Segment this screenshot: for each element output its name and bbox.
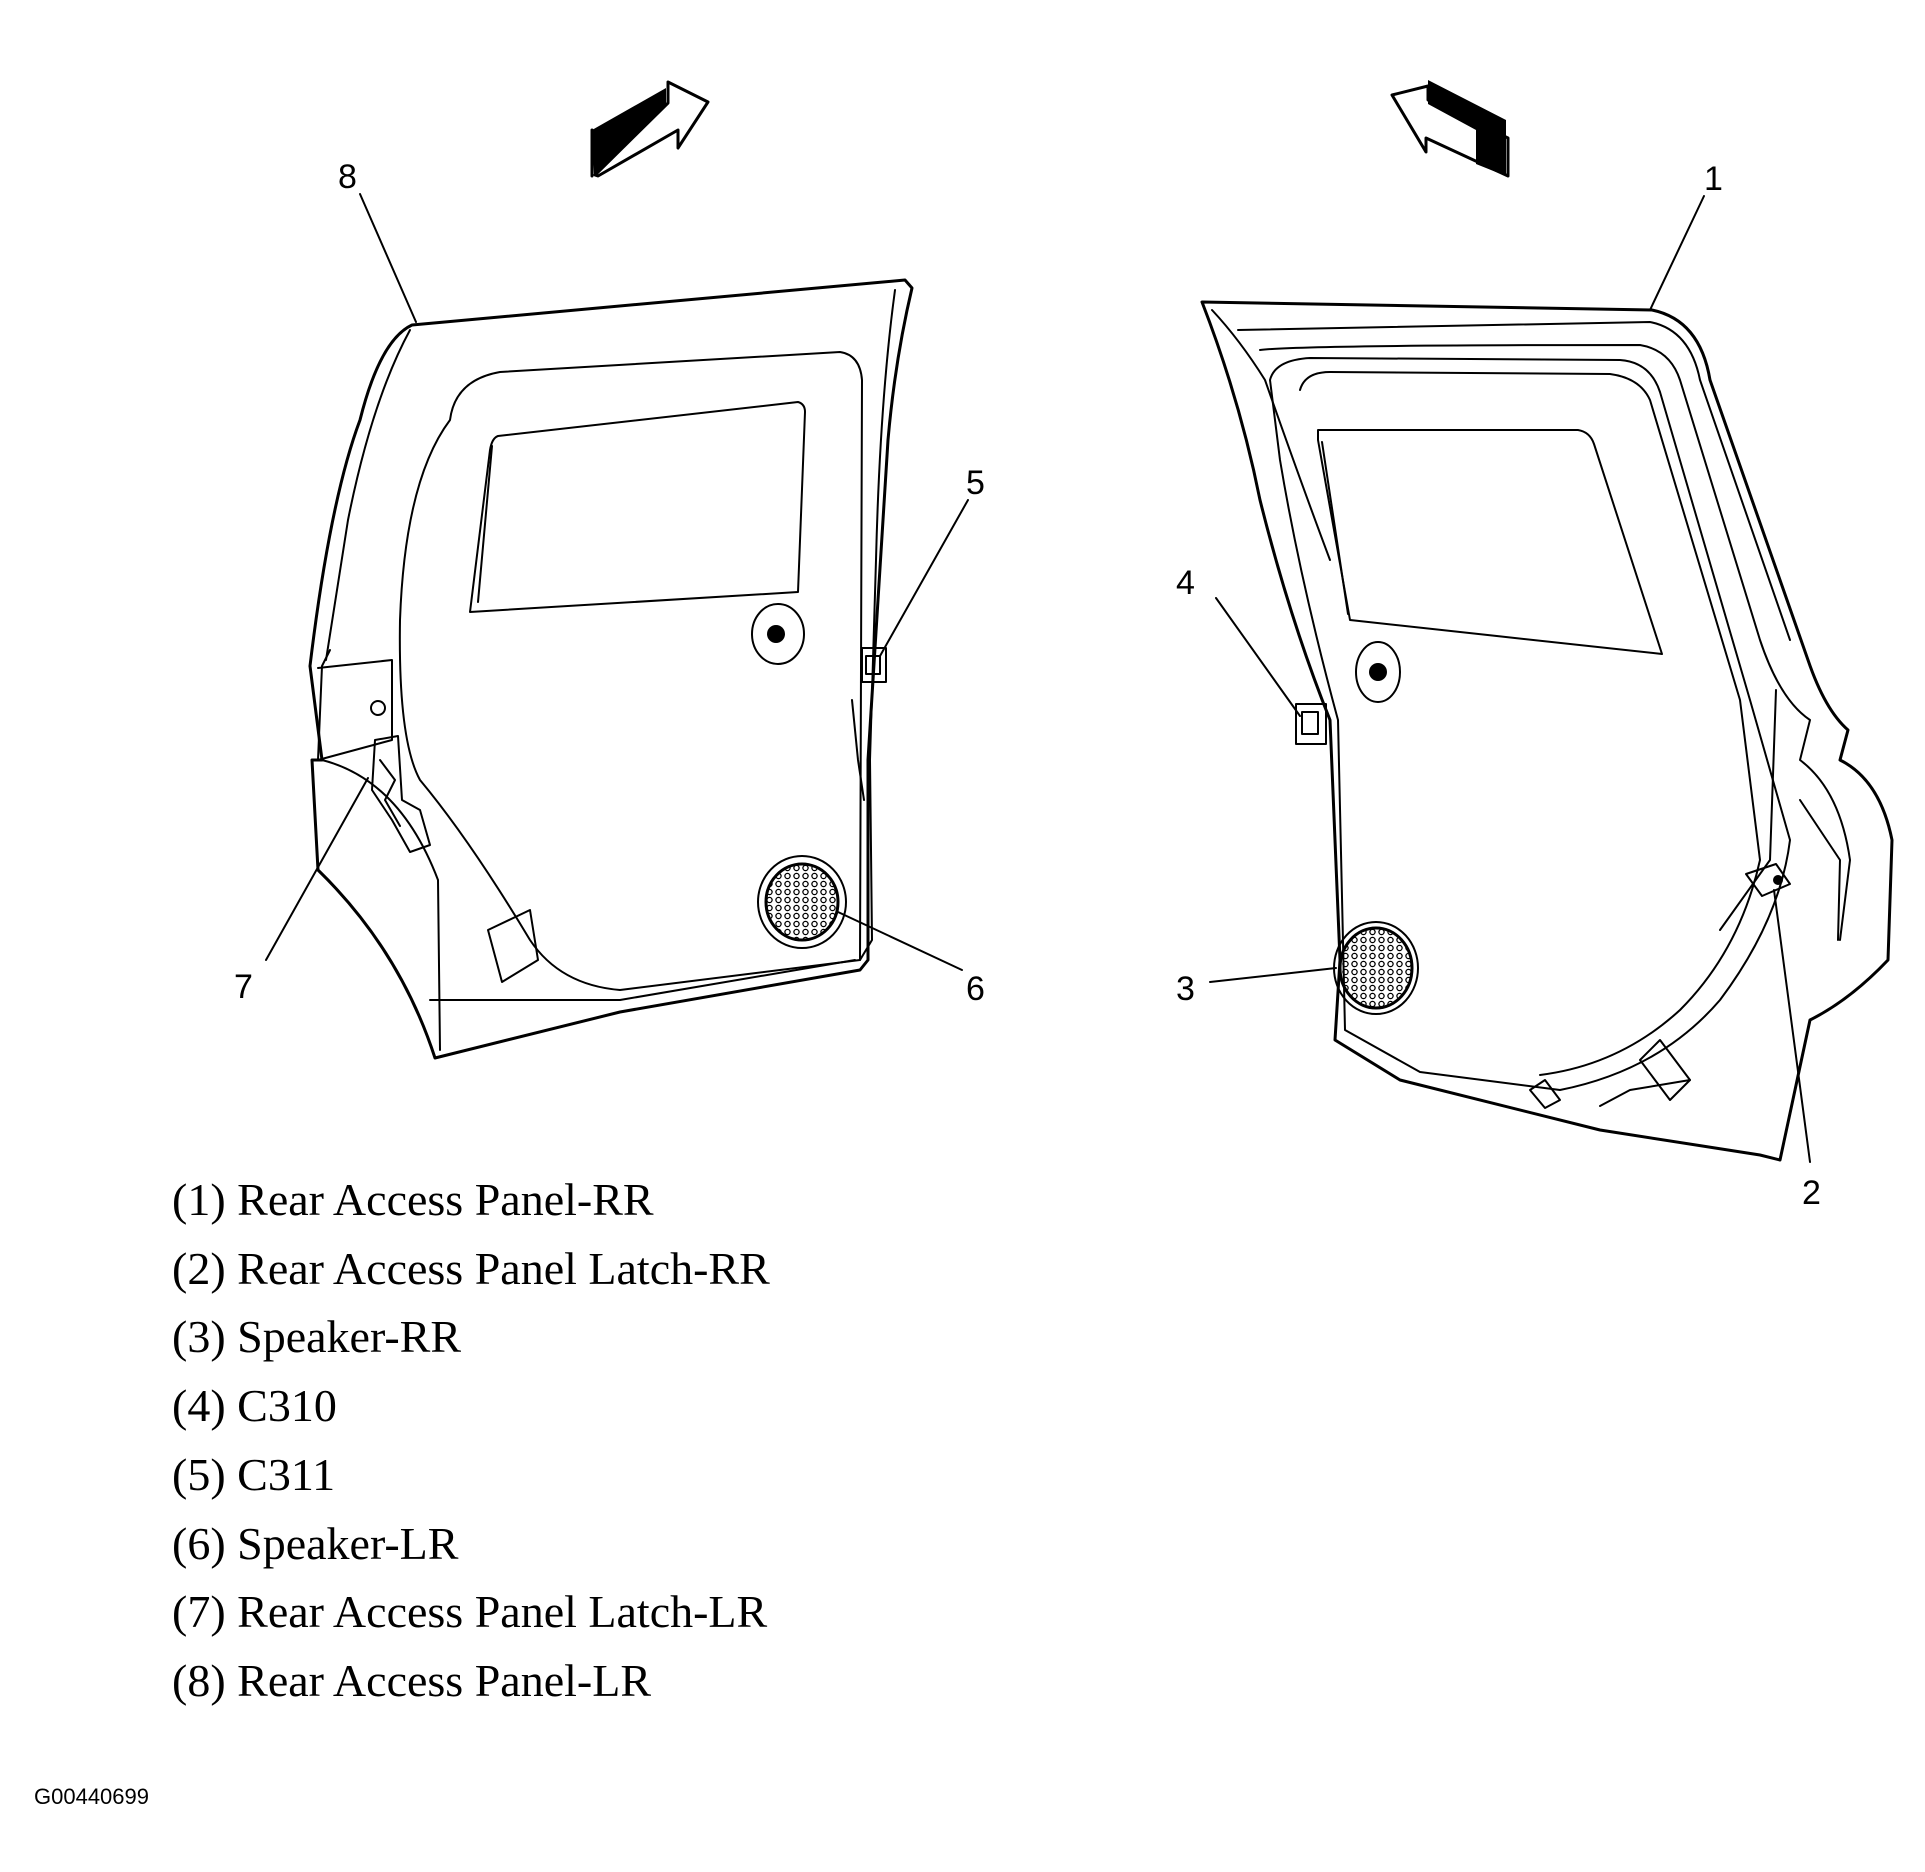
legend-item: (3) Speaker-RR	[172, 1311, 462, 1363]
speaker-lr	[757, 855, 847, 949]
speaker-rr	[1333, 921, 1419, 1015]
legend-item: (2) Rear Access Panel Latch-RR	[172, 1242, 770, 1294]
forward-arrow-icon	[1390, 80, 1510, 178]
legend-item: (4) C310	[172, 1380, 337, 1432]
rear-access-panel-latch-rr	[1745, 863, 1791, 897]
connector-c310	[1295, 703, 1327, 745]
legend-item: (7) Rear Access Panel Latch-LR	[172, 1586, 768, 1638]
legend-item: (5) C311	[172, 1448, 336, 1500]
rear-access-panel-lr	[308, 278, 914, 1060]
rear-access-panel-rr	[1200, 300, 1894, 1162]
callout-6: 6	[966, 970, 985, 1008]
callout-3: 3	[1176, 970, 1195, 1008]
legend-item: (8) Rear Access Panel-LR	[172, 1654, 652, 1706]
callout-2: 2	[1802, 1174, 1821, 1212]
rear-access-panel-latch-lr	[370, 700, 431, 853]
parts-legend: (1) Rear Access Panel-RR (2) Rear Access…	[172, 1166, 770, 1716]
leader-lines	[265, 193, 1811, 1163]
connector-c311	[861, 647, 887, 683]
callout-1: 1	[1704, 160, 1723, 198]
callout-5: 5	[966, 464, 985, 502]
legend-item: (6) Speaker-LR	[172, 1517, 459, 1569]
legend-item: (1) Rear Access Panel-RR	[172, 1174, 654, 1225]
callout-7: 7	[234, 968, 253, 1006]
figure-id: G00440699	[34, 1784, 149, 1809]
callout-8: 8	[338, 158, 357, 196]
forward-arrow-icon	[590, 80, 710, 178]
callout-4: 4	[1176, 564, 1195, 602]
